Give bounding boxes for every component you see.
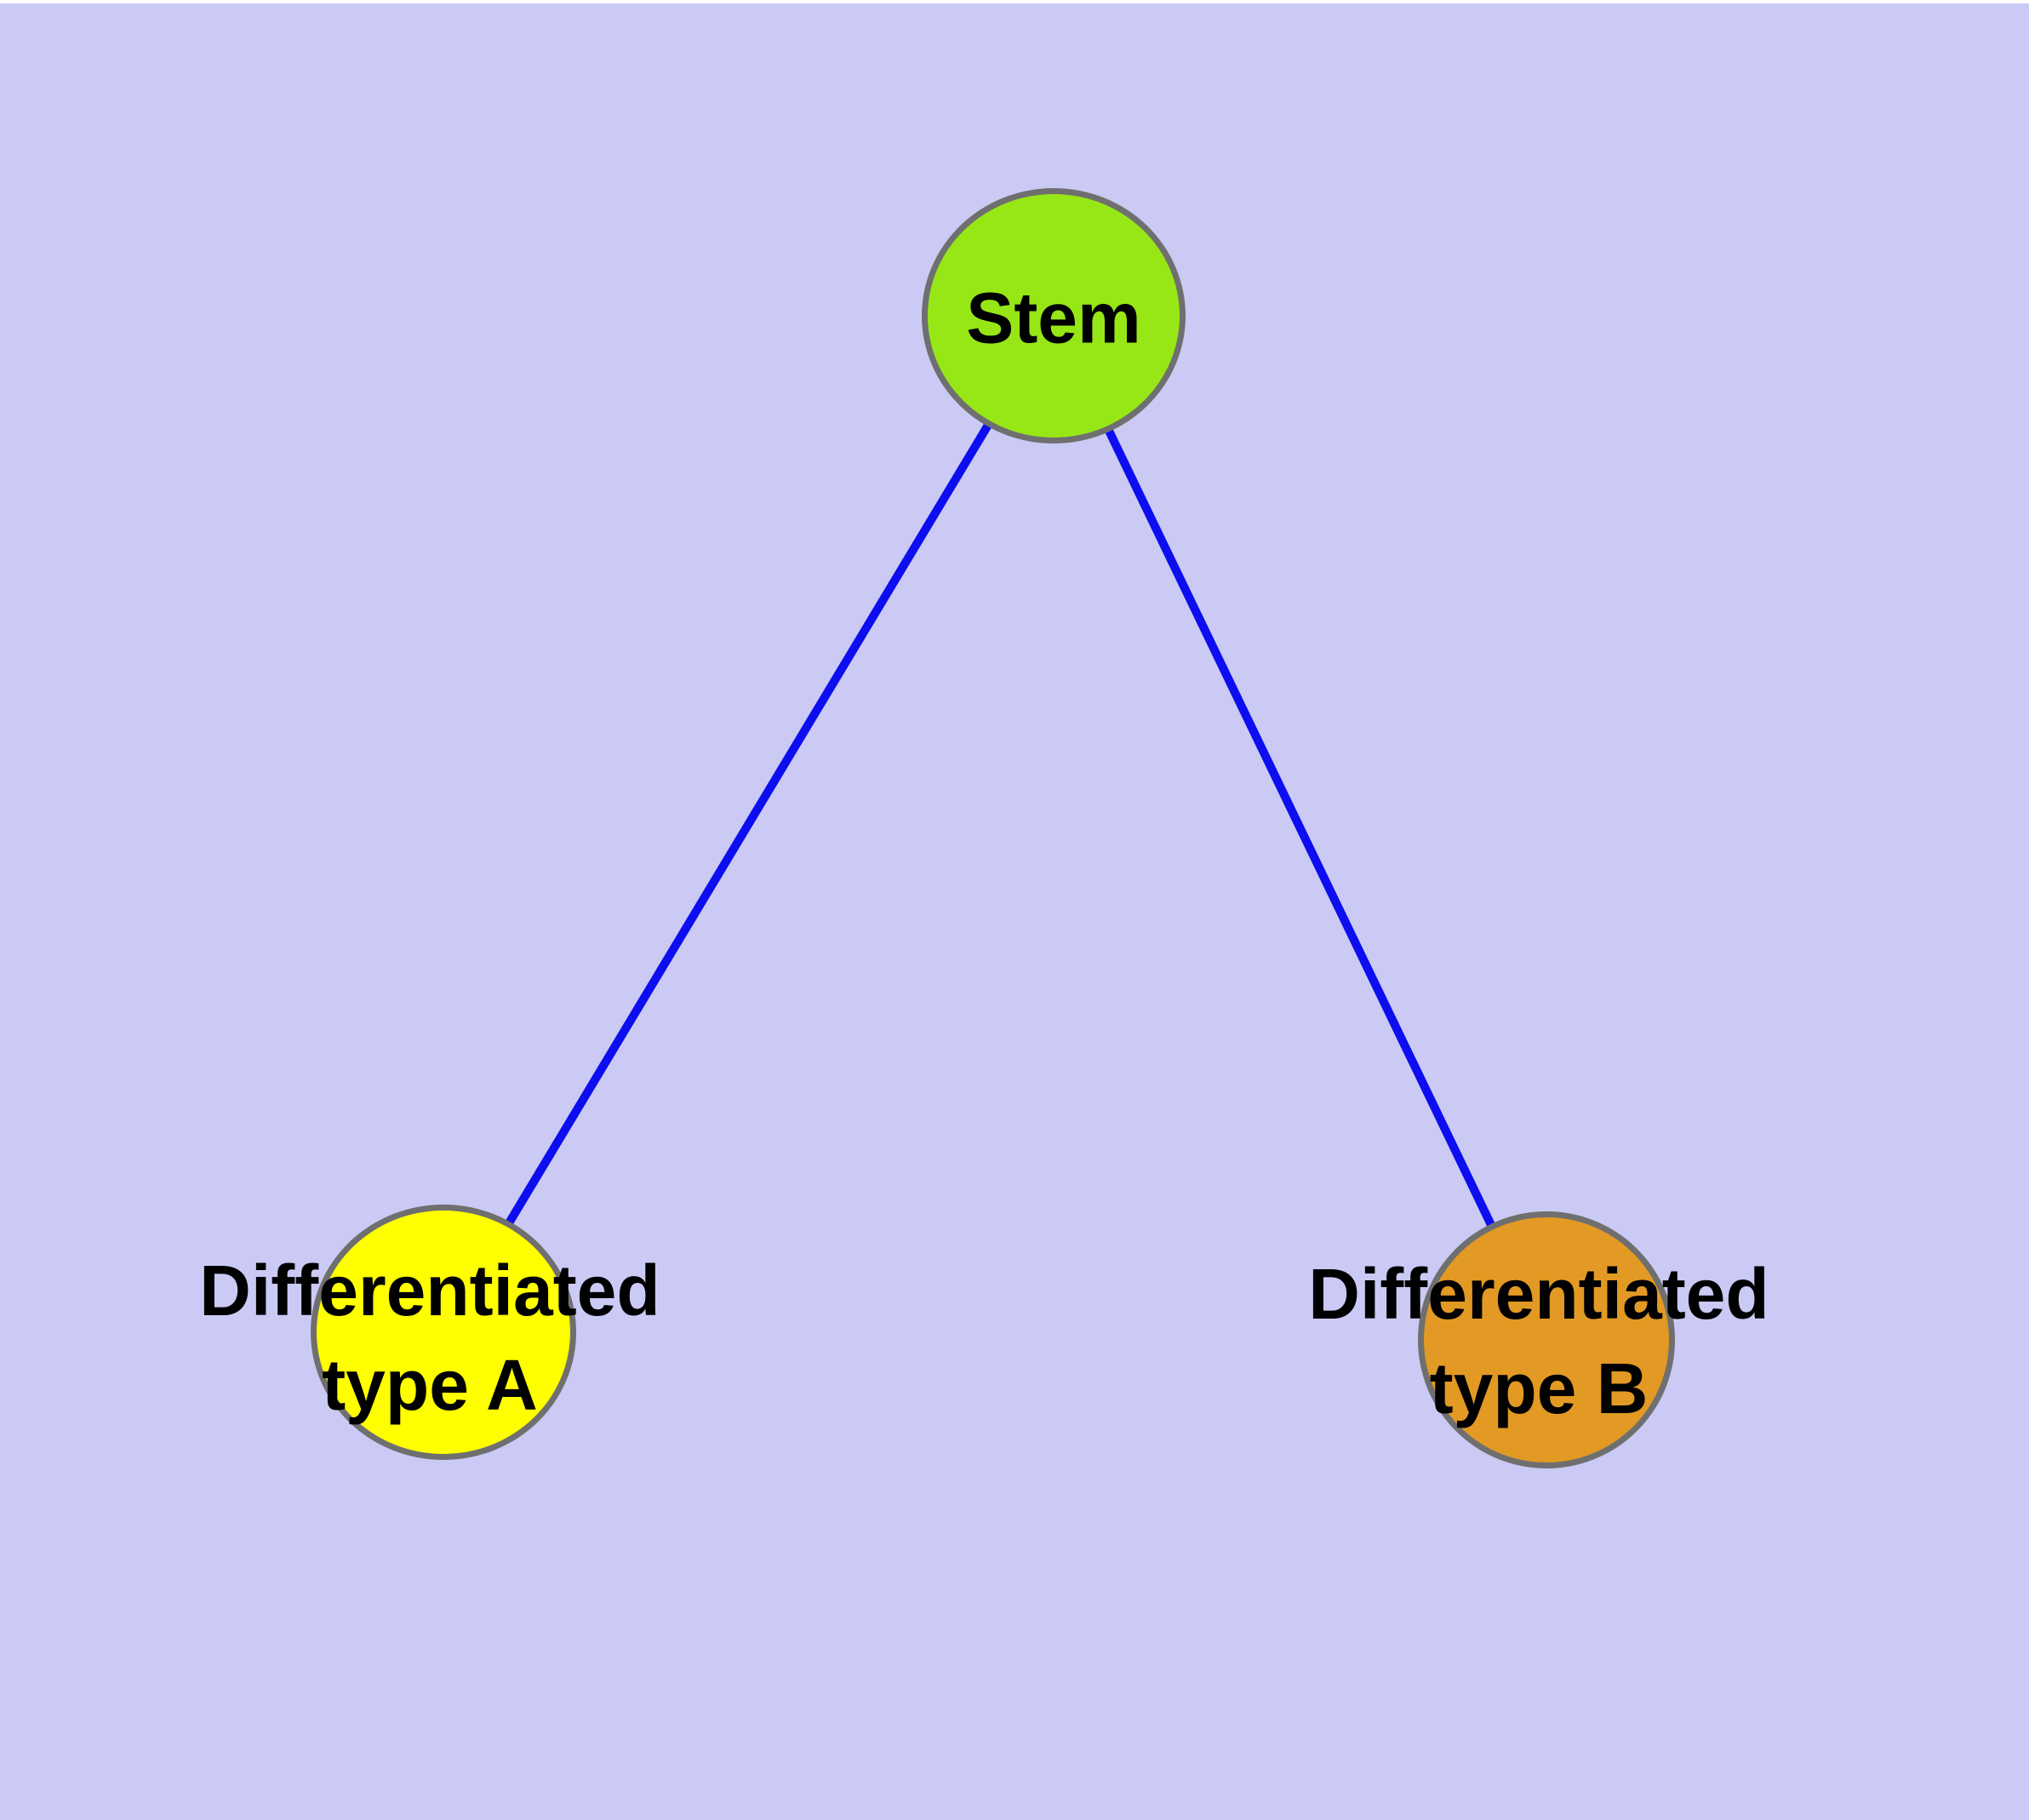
edge-stem-to-type-b [1049,313,1551,1342]
node-differentiated-type-a-circle [311,1205,576,1460]
node-differentiated-type-b-label: Differentiated type B [1308,1247,1769,1436]
node-b-label-line2: type B [1429,1348,1649,1428]
node-differentiated-type-b-circle [1418,1211,1675,1468]
node-differentiated-type-a-label: Differentiated type A [199,1244,660,1433]
node-stem-label-text: Stem [966,278,1141,358]
edge-stem-to-type-a [439,313,1058,1335]
node-stem-label: Stem [966,272,1140,366]
node-b-label-line1: Differentiated [1308,1254,1769,1335]
node-a-label-line1: Differentiated [199,1251,660,1331]
canvas-top-margin [0,0,2029,3]
node-a-label-line2: type A [322,1345,538,1425]
node-stem-circle [922,188,1186,444]
